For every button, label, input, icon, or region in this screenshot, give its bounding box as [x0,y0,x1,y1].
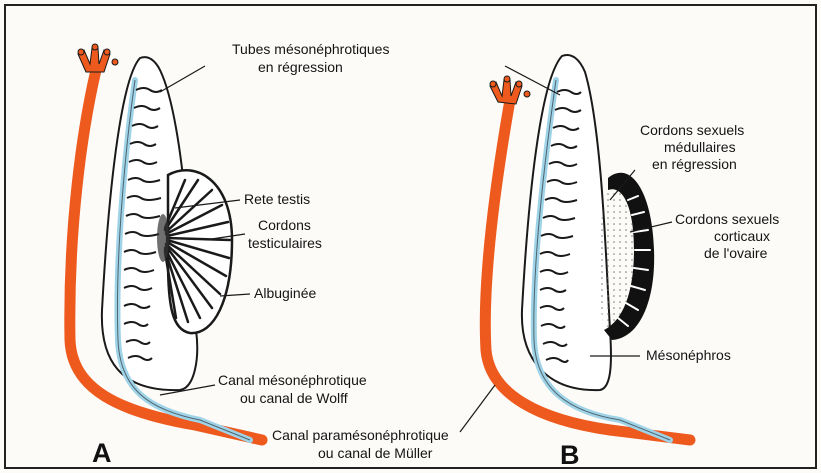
label-albuginee: Albuginée [254,285,316,301]
panel-letter-a: A [92,438,112,468]
label-rete-testis: Rete testis [244,191,310,207]
label-tubes-line1: Tubes mésonéphrotiques [232,41,389,57]
label-cordons-line2: testiculaires [248,235,322,251]
rete-testis-a [157,214,169,262]
label-medullary-line1: Cordons sexuels [640,122,744,138]
label-tubes-line2: en régression [258,59,343,75]
label-cortical-line2: corticaux [714,228,770,244]
label-muller-line2: ou canal de Müller [318,445,433,461]
label-cortical-line1: Cordons sexuels [675,211,779,227]
label-cortical-line3: de l'ovaire [704,245,768,261]
label-wolff-line1: Canal mésonéphrotique [218,372,367,388]
label-mesonephros: Mésonéphros [646,347,731,363]
label-muller-line1: Canal paramésonéphrotique [272,427,449,443]
label-cordons-line1: Cordons [258,217,311,233]
label-wolff-line2: ou canal de Wolff [240,390,348,406]
label-medullary-line2: médullaires [664,139,736,155]
label-medullary-line3: en régression [652,156,737,172]
panel-letter-b: B [560,440,580,470]
